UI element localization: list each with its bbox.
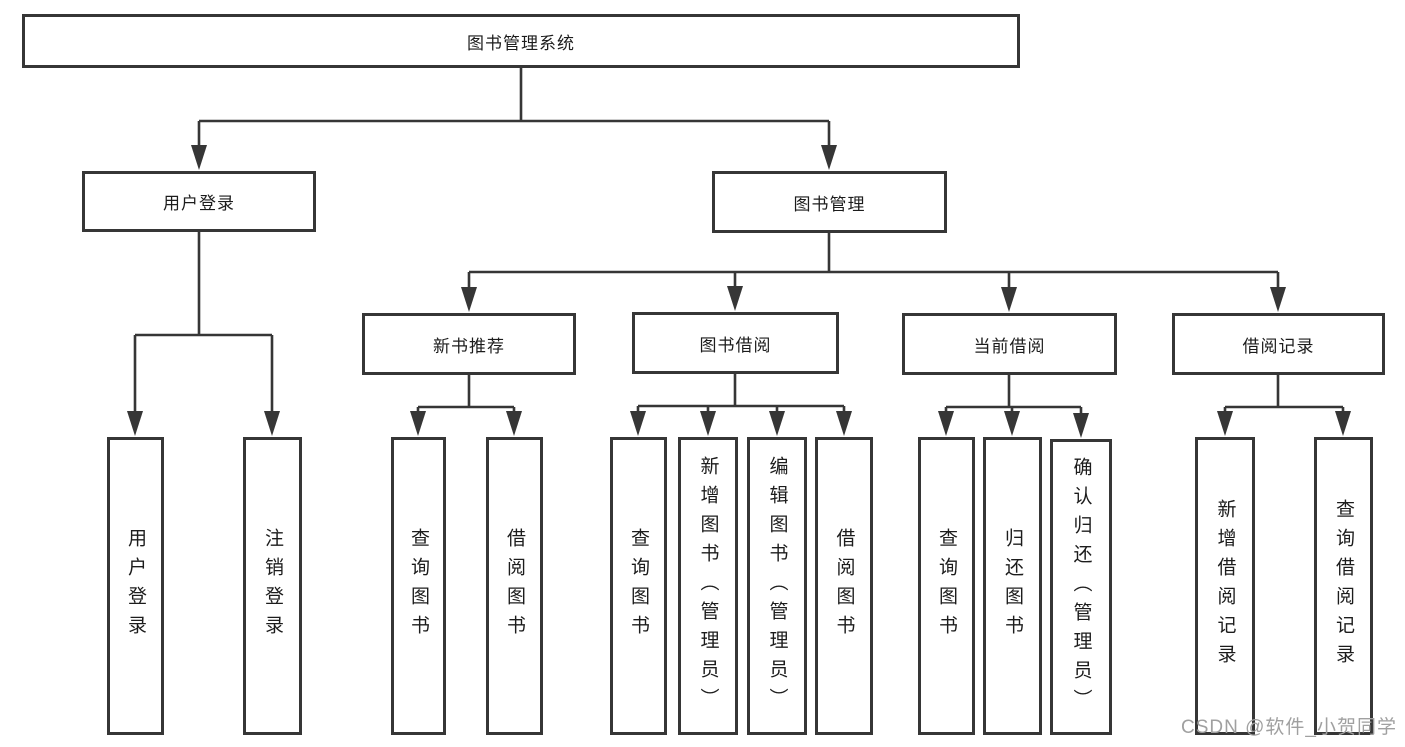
node-current-borrowing: 当前借阅	[902, 313, 1117, 375]
leaf-borrowing-edit-books-admin: 编辑图书（管理员）	[747, 437, 807, 735]
node-label: 查询借阅记录	[1333, 499, 1354, 673]
leaf-current-return-books: 归还图书	[983, 437, 1042, 735]
node-book-borrowing: 图书借阅	[632, 312, 839, 374]
node-user-login: 用户登录	[82, 171, 316, 232]
leaf-records-add-borrow-record: 新增借阅记录	[1195, 437, 1255, 735]
csdn-watermark: CSDN @软件_小贺同学	[1181, 717, 1397, 738]
node-label: 确认归还（管理员）	[1070, 456, 1092, 718]
node-label: 归还图书	[1002, 528, 1023, 644]
leaf-current-query-books: 查询图书	[918, 437, 975, 735]
node-new-book-recommend: 新书推荐	[362, 313, 576, 375]
node-label: 图书管理	[793, 194, 866, 214]
leaf-user-login: 用户登录	[107, 437, 164, 735]
node-label: 当前借阅	[973, 336, 1046, 356]
leaf-borrowing-borrow-books: 借阅图书	[815, 437, 873, 735]
node-label: 查询图书	[408, 528, 429, 644]
leaf-logout: 注销登录	[243, 437, 302, 735]
node-label: 注销登录	[262, 528, 283, 644]
node-library-system-root: 图书管理系统	[22, 14, 1020, 68]
node-label: 新增借阅记录	[1214, 499, 1236, 673]
node-label: 查询图书	[936, 528, 957, 644]
leaf-recommend-query-books: 查询图书	[391, 437, 446, 735]
node-borrowing-records: 借阅记录	[1172, 313, 1385, 375]
leaf-current-confirm-return-admin: 确认归还（管理员）	[1050, 439, 1112, 735]
leaf-recommend-borrow-books: 借阅图书	[486, 437, 543, 735]
leaf-borrowing-add-books-admin: 新增图书（管理员）	[678, 437, 738, 735]
node-label: 用户登录	[125, 528, 146, 644]
node-label: 借阅图书	[833, 528, 855, 644]
node-label: 图书借阅	[699, 335, 772, 355]
node-label: 借阅记录	[1242, 336, 1315, 356]
arrowheads	[127, 145, 1351, 438]
node-book-management: 图书管理	[712, 171, 947, 233]
node-label: 查询图书	[628, 528, 649, 644]
node-label: 借阅图书	[504, 528, 525, 644]
node-label: 图书管理系统	[467, 33, 575, 53]
node-label: 编辑图书（管理员）	[766, 455, 788, 717]
node-label: 用户登录	[163, 194, 235, 213]
node-label: 新增图书（管理员）	[697, 455, 719, 717]
leaf-records-query-borrow-record: 查询借阅记录	[1314, 437, 1373, 735]
leaf-borrowing-query-books: 查询图书	[610, 437, 667, 735]
node-label: 新书推荐	[433, 336, 505, 356]
